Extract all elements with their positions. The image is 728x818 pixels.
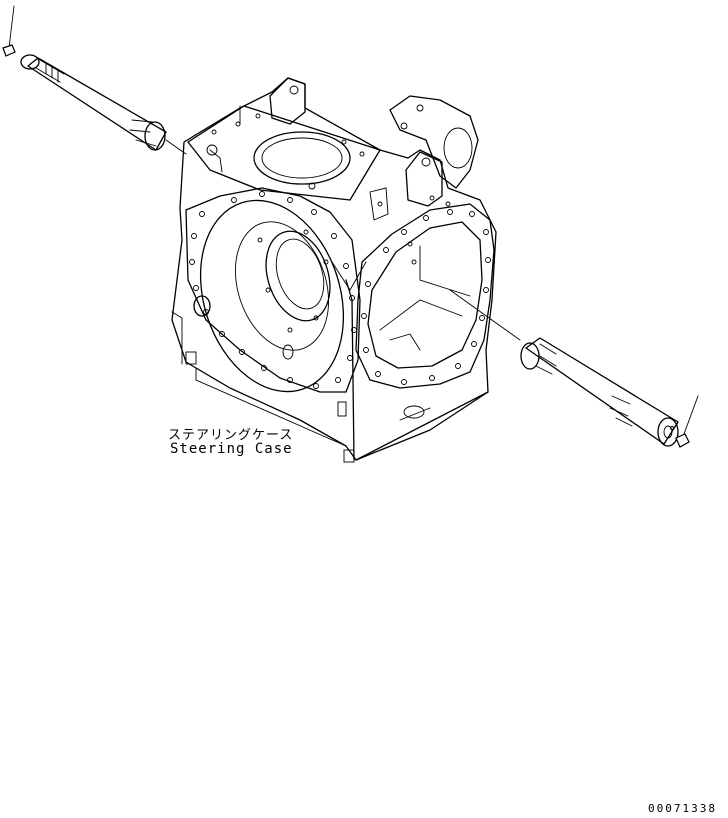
steering-case-label-jp: ステアリングケース [168, 428, 294, 443]
left-bolt-icon [2, 44, 16, 57]
figure-number: 00071338 [648, 802, 717, 815]
right-flange-bolt-holes [361, 209, 491, 385]
left-bolt-leader [8, 5, 15, 49]
right-bolt-group [675, 395, 699, 448]
right-bolt-leader [683, 395, 699, 435]
steering-case-body [171, 77, 497, 463]
right-axle-shaft-icon [449, 289, 679, 447]
left-flange-bolt-holes [189, 191, 357, 389]
left-bolt-group [2, 5, 16, 57]
steering-case-label-en: Steering Case [170, 441, 293, 457]
left-axle-shaft-icon [20, 54, 187, 155]
right-bolt-icon [675, 433, 690, 448]
